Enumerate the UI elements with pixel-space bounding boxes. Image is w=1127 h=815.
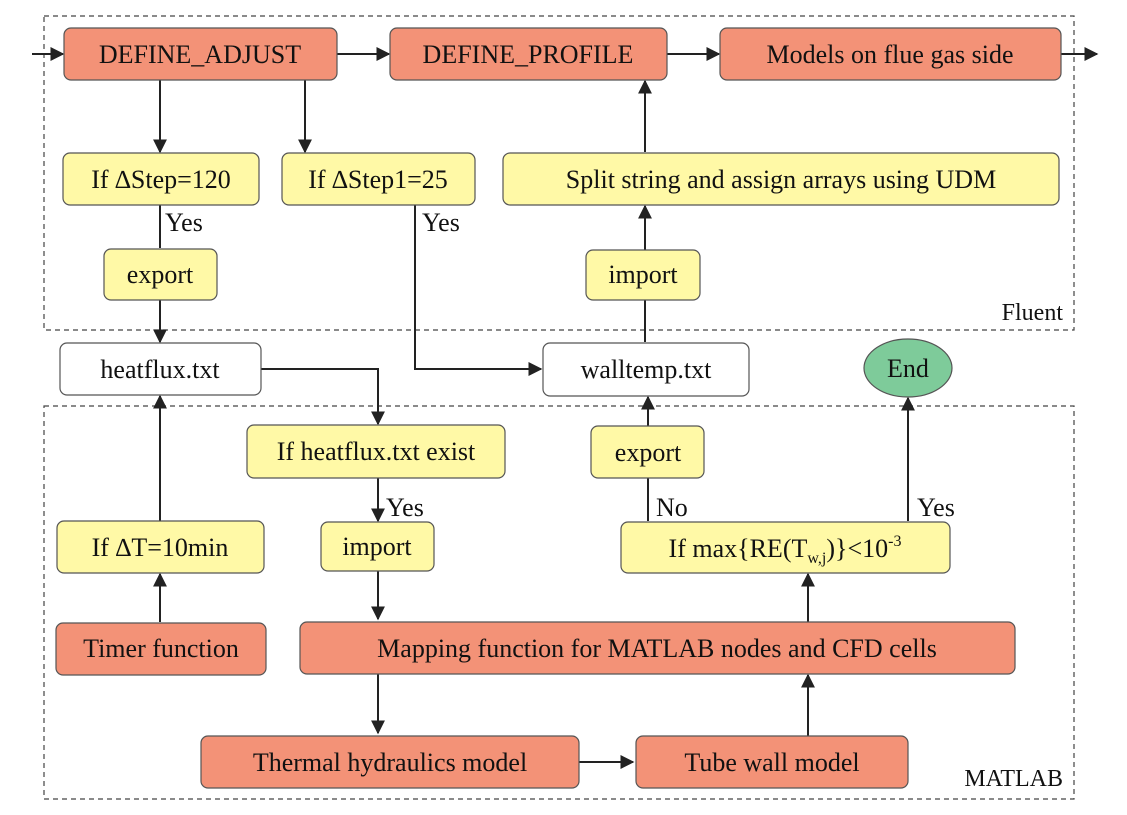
matlab-region — [43, 405, 1075, 800]
node-define-adjust: DEFINE_ADJUST — [63, 27, 338, 81]
export-matlab-box — [590, 425, 705, 479]
fluent-region — [43, 15, 1075, 331]
edge-step1-walltemp — [414, 205, 543, 376]
node-if-t10: If ∆T=10min — [56, 520, 265, 574]
models-flue-label: Models on flue gas side — [767, 40, 1014, 69]
node-mapping: Mapping function for MATLAB nodes and CF… — [299, 621, 1016, 675]
timer-box — [55, 622, 267, 676]
if-t10-box — [56, 520, 265, 574]
edge-label-yes-heatflux: Yes — [386, 493, 424, 522]
node-export-matlab: export — [590, 425, 705, 479]
node-split-string: Split string and assign arrays using UDM — [502, 152, 1060, 206]
if-step120-label: If ∆Step=120 — [91, 165, 231, 194]
if-step1-25-label: If ∆Step1=25 — [308, 165, 448, 194]
split-string-label: Split string and assign arrays using UDM — [566, 165, 996, 194]
edge-heatflux-exist — [261, 368, 385, 426]
node-export-fluent: export — [103, 248, 218, 301]
max-re-label: If max{RE(Tw,j)}<10-3 — [669, 533, 902, 567]
export-matlab-label: export — [615, 438, 682, 467]
split-string-box — [502, 152, 1060, 206]
node-walltemp-txt: walltemp.txt — [542, 342, 750, 397]
walltemp-txt-label: walltemp.txt — [581, 355, 712, 384]
define-adjust-label: DEFINE_ADJUST — [99, 40, 301, 69]
fluent-region-label: Fluent — [1002, 300, 1064, 326]
import-fluent-box — [585, 249, 701, 301]
thermal-label: Thermal hydraulics model — [253, 748, 527, 777]
matlab-region-label: MATLAB — [964, 766, 1063, 792]
node-import-matlab: import — [320, 521, 435, 572]
timer-label: Timer function — [83, 634, 239, 663]
thermal-box — [200, 735, 580, 789]
edge-label-yes-step1: Yes — [422, 208, 460, 237]
edge-label-yes-re: Yes — [917, 493, 955, 522]
import-fluent-label: import — [608, 260, 678, 289]
mapping-label: Mapping function for MATLAB nodes and CF… — [377, 634, 937, 663]
node-heatflux-txt: heatflux.txt — [59, 342, 262, 396]
max-re-superscript: -3 — [888, 533, 901, 550]
node-end: End — [863, 338, 953, 398]
import-matlab-box — [320, 521, 435, 572]
define-adjust-box — [63, 27, 338, 81]
node-import-fluent: import — [585, 249, 701, 301]
node-max-re: If max{RE(Tw,j)}<10-3 — [620, 521, 951, 574]
edges — [32, 47, 1099, 769]
node-if-step1-25: If ∆Step1=25 — [281, 152, 476, 206]
tube-wall-box — [635, 735, 909, 789]
tube-wall-label: Tube wall model — [684, 748, 859, 777]
export-fluent-label: export — [127, 260, 194, 289]
heatflux-txt-box — [59, 342, 262, 396]
if-step120-box — [62, 152, 260, 206]
import-matlab-label: import — [342, 532, 412, 561]
walltemp-txt-box — [542, 342, 750, 397]
models-flue-box — [719, 27, 1062, 81]
max-re-prefix: If max{RE(T — [669, 534, 808, 563]
max-re-mid: )}<10 — [826, 534, 888, 563]
define-profile-label: DEFINE_PROFILE — [423, 40, 634, 69]
edge-label-no-re: No — [656, 493, 688, 522]
end-label: End — [887, 354, 929, 383]
if-heatflux-exist-box — [246, 424, 506, 479]
node-if-heatflux-exist: If heatflux.txt exist — [246, 424, 506, 479]
if-heatflux-exist-label: If heatflux.txt exist — [277, 437, 476, 466]
max-re-box — [620, 521, 951, 574]
end-ellipse — [863, 338, 953, 398]
if-step1-25-box — [281, 152, 476, 206]
mapping-box — [299, 621, 1016, 675]
export-fluent-box — [103, 248, 218, 301]
max-re-subscript: w,j — [807, 550, 826, 567]
heatflux-txt-label: heatflux.txt — [100, 355, 220, 384]
node-if-step120: If ∆Step=120 — [62, 152, 260, 206]
if-t10-label: If ∆T=10min — [92, 533, 229, 562]
node-define-profile: DEFINE_PROFILE — [389, 27, 668, 81]
define-profile-box — [389, 27, 668, 81]
node-thermal: Thermal hydraulics model — [200, 735, 580, 789]
node-models-flue: Models on flue gas side — [719, 27, 1062, 81]
node-timer: Timer function — [55, 622, 267, 676]
node-tube-wall: Tube wall model — [635, 735, 909, 789]
edge-label-yes-step120: Yes — [165, 208, 203, 237]
